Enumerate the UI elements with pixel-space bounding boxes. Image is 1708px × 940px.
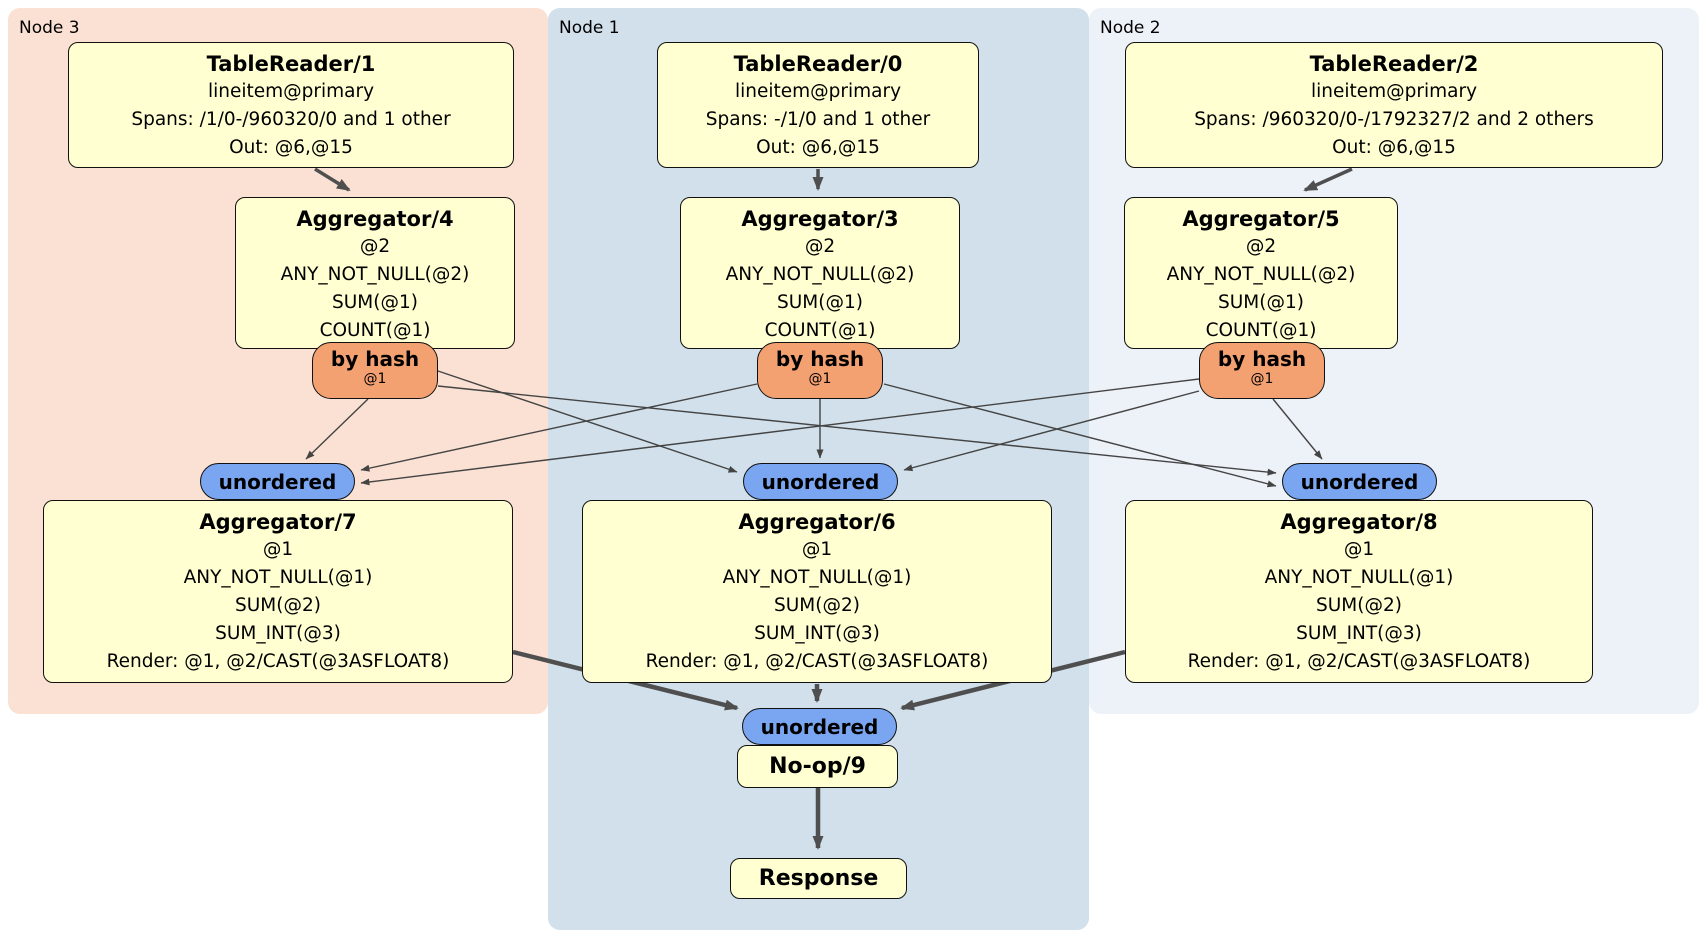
- sync-label: unordered: [760, 714, 879, 739]
- router-detail: @1: [363, 371, 387, 387]
- sync-unordered-node3: unordered: [200, 463, 355, 500]
- box-line: Spans: /1/0-/960320/0 and 1 other: [131, 109, 451, 130]
- box-title: Aggregator/8: [1280, 510, 1438, 534]
- box-line: SUM(@2): [235, 595, 321, 616]
- edge-byhash-node1-unordered-node3: [360, 383, 758, 472]
- processor-noop-9: No-op/9: [737, 745, 898, 788]
- box-title: TableReader/2: [1309, 52, 1479, 76]
- box-line: @2: [1245, 236, 1277, 257]
- box-line: Render: @1, @2/CAST(@3ASFLOAT8): [1187, 651, 1531, 672]
- processor-aggregator-5: Aggregator/5 @2 ANY_NOT_NULL(@2) SUM(@1)…: [1124, 197, 1398, 349]
- box-line: @1: [801, 539, 833, 560]
- box-line: lineitem@primary: [734, 81, 902, 102]
- box-line: COUNT(@1): [1205, 320, 1317, 341]
- processor-aggregator-8: Aggregator/8 @1 ANY_NOT_NULL(@1) SUM(@2)…: [1125, 500, 1593, 683]
- box-line: COUNT(@1): [764, 320, 876, 341]
- processor-tablereader-2: TableReader/2 lineitem@primary Spans: /9…: [1125, 42, 1663, 168]
- box-line: ANY_NOT_NULL(@2): [280, 264, 470, 285]
- box-title: Aggregator/4: [296, 207, 454, 231]
- region-label-node2: Node 2: [1100, 18, 1161, 38]
- response-box: Response: [730, 858, 907, 899]
- box-line: lineitem@primary: [207, 81, 375, 102]
- box-line: lineitem@primary: [1310, 81, 1478, 102]
- sync-unordered-node2: unordered: [1282, 463, 1437, 500]
- box-line: Out: @6,@15: [756, 137, 880, 158]
- box-line: ANY_NOT_NULL(@2): [725, 264, 915, 285]
- box-line: SUM(@1): [332, 292, 418, 313]
- box-line: @1: [1343, 539, 1375, 560]
- edge-byhash-node1-unordered-node2: [883, 383, 1277, 488]
- box-line: ANY_NOT_NULL(@1): [183, 567, 373, 588]
- router-label: by hash: [330, 347, 420, 371]
- box-line: Spans: /960320/0-/1792327/2 and 2 others: [1194, 109, 1594, 130]
- router-by-hash-node1: by hash @1: [757, 342, 883, 399]
- edge-byhash-node2-unordered-node3: [360, 378, 1200, 486]
- box-line: @2: [804, 236, 836, 257]
- box-line: Render: @1, @2/CAST(@3ASFLOAT8): [645, 651, 989, 672]
- router-detail: @1: [808, 371, 832, 387]
- box-title: Response: [758, 866, 879, 891]
- edge-tablereader1-aggregator4: [314, 167, 351, 192]
- processor-aggregator-7: Aggregator/7 @1 ANY_NOT_NULL(@1) SUM(@2)…: [43, 500, 513, 683]
- box-line: SUM(@2): [1316, 595, 1402, 616]
- sync-unordered-final: unordered: [742, 708, 897, 745]
- router-by-hash-node3: by hash @1: [312, 342, 438, 399]
- box-line: Render: @1, @2/CAST(@3ASFLOAT8): [106, 651, 450, 672]
- processor-tablereader-0: TableReader/0 lineitem@primary Spans: -/…: [657, 42, 979, 168]
- box-line: @2: [359, 236, 391, 257]
- router-by-hash-node2: by hash @1: [1199, 342, 1325, 399]
- processor-tablereader-1: TableReader/1 lineitem@primary Spans: /1…: [68, 42, 514, 168]
- processor-aggregator-4: Aggregator/4 @2 ANY_NOT_NULL(@2) SUM(@1)…: [235, 197, 515, 349]
- box-title: Aggregator/7: [199, 510, 357, 534]
- box-title: No-op/9: [769, 754, 866, 779]
- sync-label: unordered: [218, 469, 337, 494]
- box-line: SUM_INT(@3): [754, 623, 880, 644]
- edge-byhash-node2-unordered-node2: [1272, 398, 1323, 460]
- box-title: TableReader/1: [206, 52, 376, 76]
- box-line: ANY_NOT_NULL(@1): [722, 567, 912, 588]
- router-label: by hash: [775, 347, 865, 371]
- box-line: SUM_INT(@3): [215, 623, 341, 644]
- sync-label: unordered: [761, 469, 880, 494]
- processor-aggregator-6: Aggregator/6 @1 ANY_NOT_NULL(@1) SUM(@2)…: [582, 500, 1052, 683]
- sync-label: unordered: [1300, 469, 1419, 494]
- edge-tablereader2-aggregator5: [1303, 167, 1353, 192]
- box-line: ANY_NOT_NULL(@1): [1264, 567, 1454, 588]
- box-title: Aggregator/5: [1182, 207, 1340, 231]
- box-line: COUNT(@1): [319, 320, 431, 341]
- router-detail: @1: [1250, 371, 1274, 387]
- sync-unordered-node1: unordered: [743, 463, 898, 500]
- router-label: by hash: [1217, 347, 1307, 371]
- box-line: @1: [262, 539, 294, 560]
- box-line: SUM_INT(@3): [1296, 623, 1422, 644]
- box-line: Out: @6,@15: [229, 137, 353, 158]
- region-label-node3: Node 3: [19, 18, 80, 38]
- edge-byhash-node2-unordered-node1: [903, 390, 1200, 472]
- box-line: SUM(@1): [777, 292, 863, 313]
- box-line: Out: @6,@15: [1332, 137, 1456, 158]
- box-line: Spans: -/1/0 and 1 other: [705, 109, 931, 130]
- box-line: ANY_NOT_NULL(@2): [1166, 264, 1356, 285]
- edge-byhash-node3-unordered-node3: [305, 398, 369, 460]
- box-line: SUM(@2): [774, 595, 860, 616]
- box-line: SUM(@1): [1218, 292, 1304, 313]
- box-title: TableReader/0: [733, 52, 903, 76]
- box-title: Aggregator/3: [741, 207, 899, 231]
- box-title: Aggregator/6: [738, 510, 896, 534]
- edge-byhash-node3-unordered-node2: [437, 385, 1277, 476]
- processor-aggregator-3: Aggregator/3 @2 ANY_NOT_NULL(@2) SUM(@1)…: [680, 197, 960, 349]
- region-label-node1: Node 1: [559, 18, 620, 38]
